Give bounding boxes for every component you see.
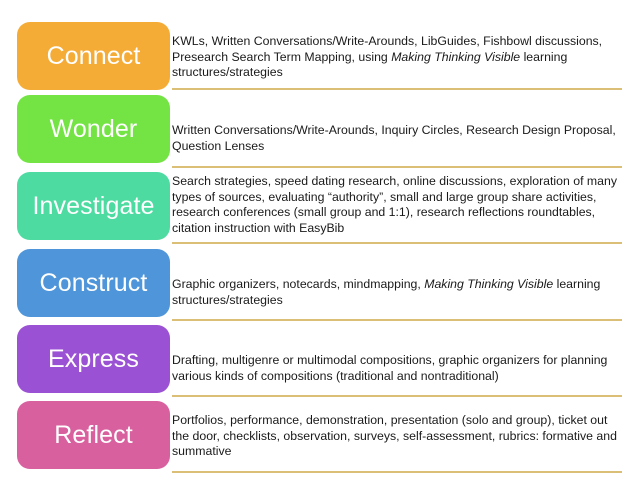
stage-description-wrap-investigate: Search strategies, speed dating research… [172, 174, 624, 236]
stage-divider-investigate [172, 242, 622, 244]
stage-pill-connect[interactable]: Connect [17, 22, 170, 90]
stage-description-express: Drafting, multigenre or multimodal compo… [172, 353, 608, 383]
stage-pill-express[interactable]: Express [17, 325, 170, 393]
stage-label-investigate: Investigate [32, 191, 155, 220]
stage-row-connect: Connect KWLs, Written Conversations/Writ… [0, 22, 638, 90]
stage-description-construct: Graphic organizers, notecards, mindmappi… [172, 277, 601, 307]
stage-row-wonder: Wonder Written Conversations/Write-Aroun… [0, 95, 638, 163]
stage-label-connect: Connect [46, 41, 141, 70]
stage-label-express: Express [47, 344, 139, 373]
stage-pill-reflect[interactable]: Reflect [17, 401, 170, 469]
stage-description-wrap-construct: Graphic organizers, notecards, mindmappi… [172, 277, 624, 308]
stage-divider-wonder [172, 166, 622, 168]
stage-description-wrap-wonder: Written Conversations/Write-Arounds, Inq… [172, 123, 624, 154]
stage-description-wrap-connect: KWLs, Written Conversations/Write-Around… [172, 34, 624, 81]
stage-row-express: Express Drafting, multigenre or multimod… [0, 325, 638, 393]
stage-description-wrap-express: Drafting, multigenre or multimodal compo… [172, 353, 624, 384]
stage-divider-express [172, 395, 622, 397]
stage-divider-reflect [172, 471, 622, 473]
stage-label-reflect: Reflect [54, 420, 133, 449]
stage-row-reflect: Reflect Portfolios, performance, demonst… [0, 401, 638, 469]
stage-divider-construct [172, 319, 622, 321]
stage-description-reflect: Portfolios, performance, demonstration, … [172, 413, 617, 459]
stage-label-wonder: Wonder [49, 114, 138, 143]
stage-divider-connect [172, 88, 622, 90]
stage-pill-investigate[interactable]: Investigate [17, 172, 170, 240]
stage-pill-wonder[interactable]: Wonder [17, 95, 170, 163]
stage-label-construct: Construct [39, 268, 148, 297]
stage-row-construct: Construct Graphic organizers, notecards,… [0, 249, 638, 317]
stage-description-investigate: Search strategies, speed dating research… [172, 174, 617, 235]
stage-description-wonder: Written Conversations/Write-Arounds, Inq… [172, 123, 616, 153]
stage-description-wrap-reflect: Portfolios, performance, demonstration, … [172, 413, 624, 460]
stage-row-investigate: Investigate Search strategies, speed dat… [0, 172, 638, 240]
stage-pill-construct[interactable]: Construct [17, 249, 170, 317]
stage-description-connect: KWLs, Written Conversations/Write-Around… [172, 34, 603, 80]
